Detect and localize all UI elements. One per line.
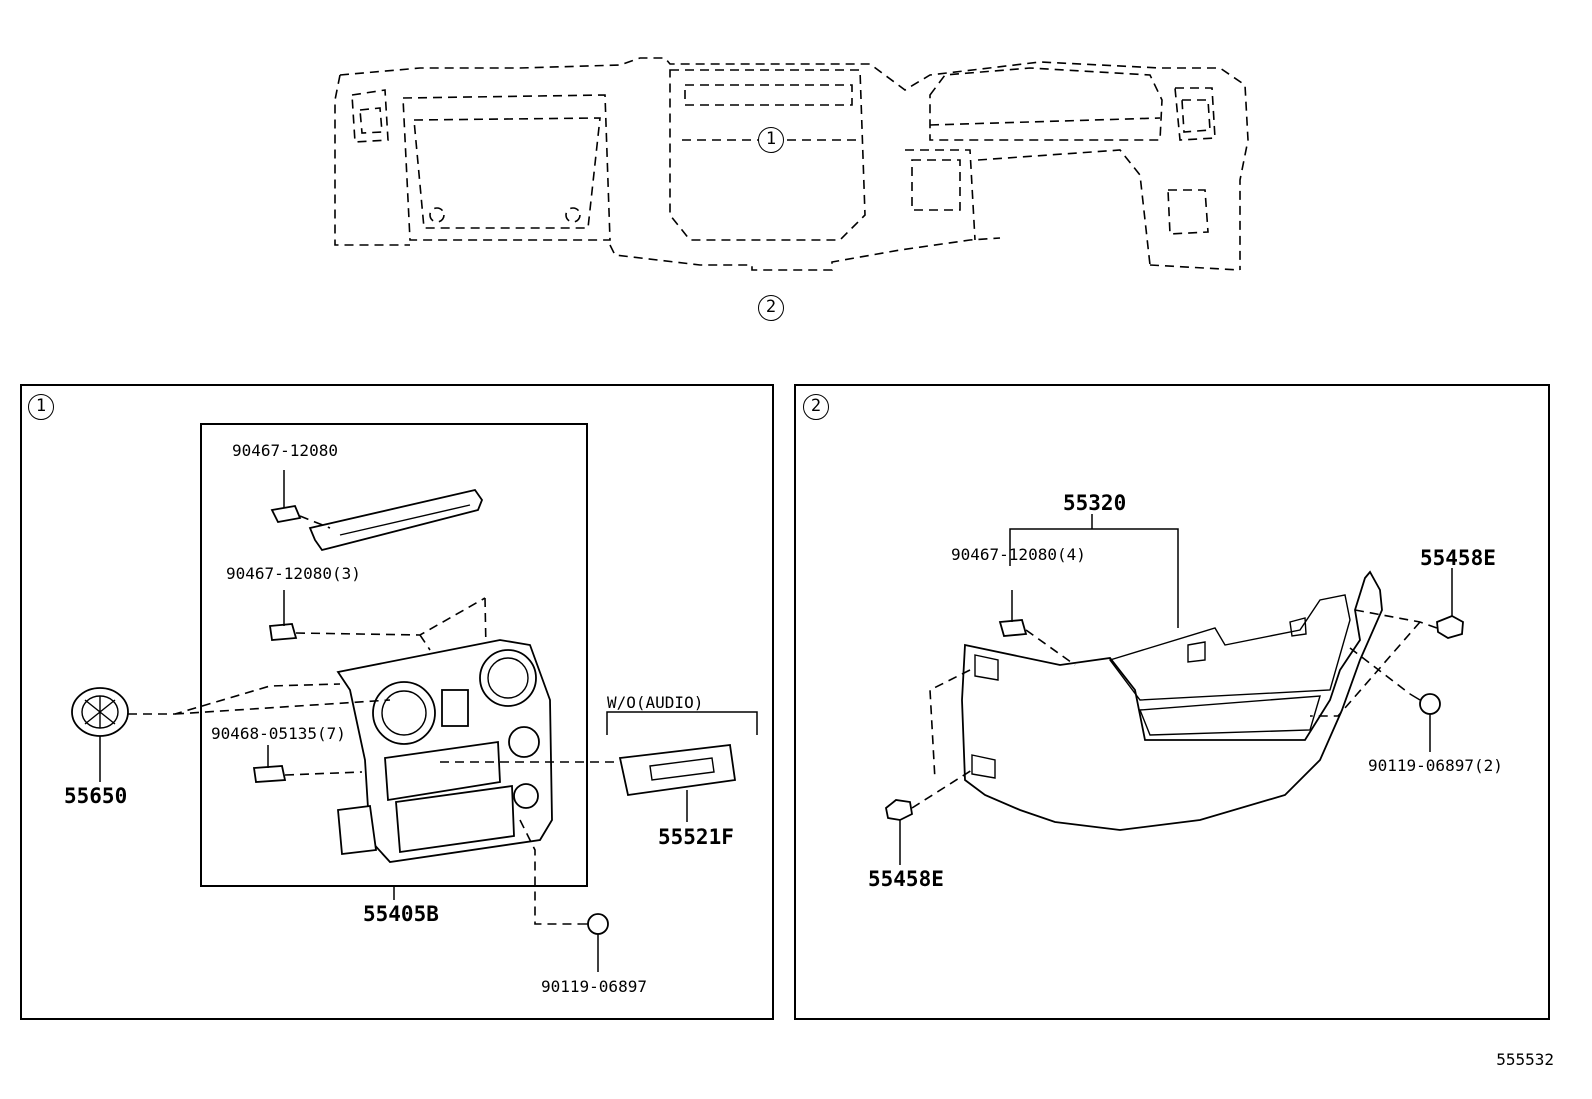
audio-delete-cover (618, 744, 737, 797)
label-55458e-bottom: 55458E (868, 867, 944, 891)
clip-top (270, 504, 302, 524)
catalog-number: 555532 (1496, 1050, 1554, 1069)
label-90119-06897-2: 90119-06897(2) (1368, 756, 1503, 775)
top-trim-strip (308, 488, 484, 552)
label-55458e-top: 55458E (1420, 546, 1496, 570)
label-55521f: 55521F (658, 825, 734, 849)
clip-lower (252, 765, 287, 783)
label-90467-12080-3: 90467-12080(3) (226, 564, 361, 583)
label-55405b: 55405B (363, 902, 439, 926)
fastener-bottom (885, 799, 913, 821)
panel-2-ref-marker: 2 (803, 394, 829, 420)
label-90468-05135-7: 90468-05135(7) (211, 724, 346, 743)
label-90119-06897: 90119-06897 (541, 977, 647, 996)
label-wo-audio: W/O(AUDIO) (607, 693, 704, 712)
lower-finish-panel (961, 570, 1383, 831)
label-90467-12080: 90467-12080 (232, 441, 338, 460)
ref-2-marker-overview: 2 (758, 295, 784, 321)
label-90467-12080-4: 90467-12080(4) (951, 545, 1086, 564)
ref-1-marker-overview: 1 (758, 127, 784, 153)
screw-90119-2 (1419, 693, 1441, 715)
label-55650: 55650 (64, 784, 128, 808)
label-55320: 55320 (1063, 491, 1127, 515)
clip-4 (998, 619, 1028, 637)
panel-1-ref-marker: 1 (28, 394, 54, 420)
fastener-top (1436, 615, 1464, 639)
bezel-group-box (200, 423, 588, 887)
